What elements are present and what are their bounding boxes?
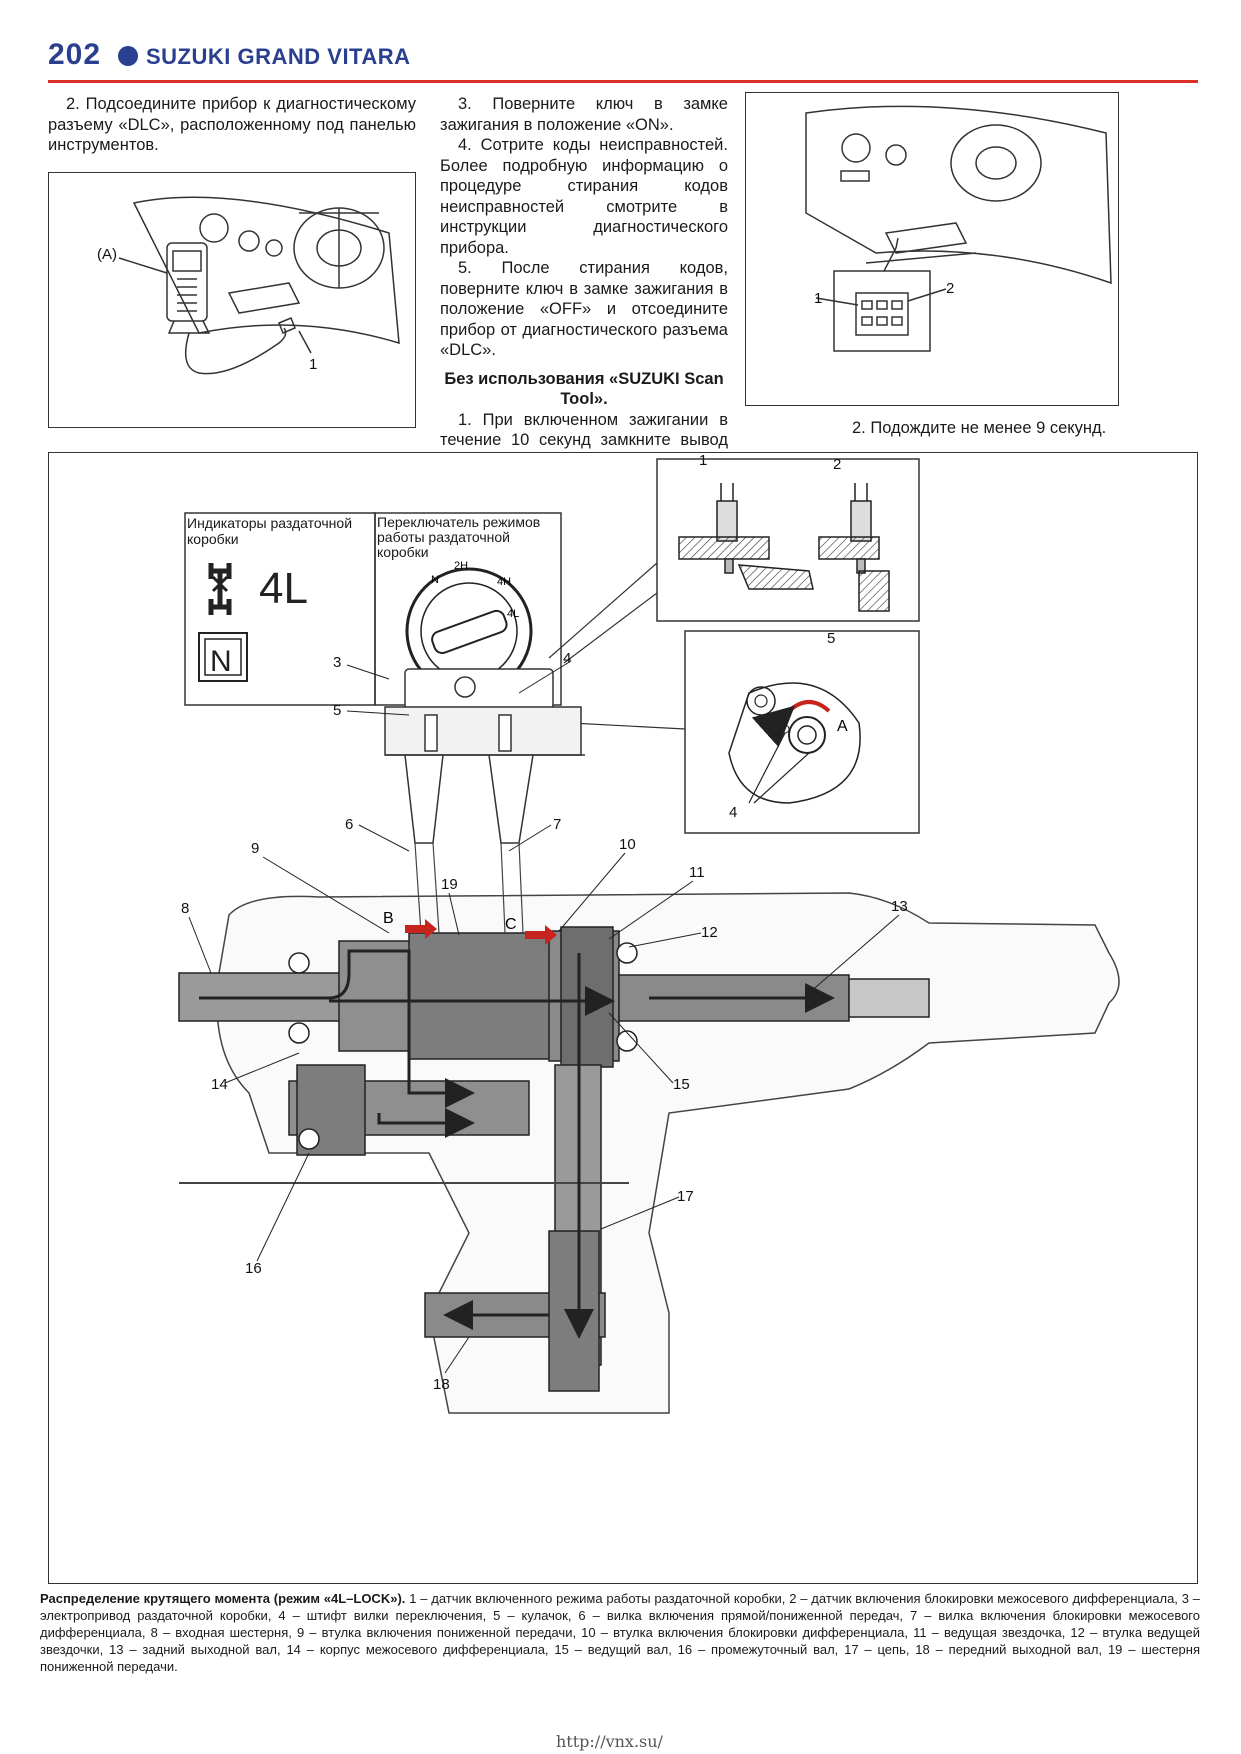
transfer-case-body	[178, 842, 1120, 1414]
header-rule	[48, 80, 1198, 83]
left-column: 2. Подсоедините прибор к диагностическом…	[48, 94, 416, 156]
caption-text: 1 – датчик включенного режима работы раз…	[40, 1591, 1200, 1674]
tool-label-a: (A)	[97, 246, 117, 263]
callouts: 1 2 3 4 5 5 4 6 7 8 9 10 11 12 13 14 15 …	[181, 452, 908, 1393]
callout-12: 12	[701, 924, 718, 941]
callout-15: 15	[673, 1076, 690, 1093]
step-2-wait-text: 2. Подождите не менее 9 секунд.	[852, 419, 1107, 437]
indicators-title: Индикаторы раздаточной коробки	[187, 515, 353, 547]
dlc-label-1: 1	[814, 290, 822, 307]
flow-arrows-red: B C	[383, 910, 557, 945]
callout-17: 17	[677, 1188, 694, 1205]
indicator-panel: Индикаторы раздаточной коробки Переключа…	[184, 512, 562, 706]
subheading-no-scan-tool: Без использования «SUZUKI Scan Tool».	[444, 369, 724, 409]
callout-4b: 4	[729, 804, 737, 821]
indicator-4l: 4L	[259, 564, 308, 613]
switch-pos-4h: 4H	[497, 576, 511, 588]
callout-16: 16	[245, 1260, 262, 1277]
caption-title: Распределение крутящего момента (режим «…	[40, 1591, 406, 1606]
callout-8: 8	[181, 900, 189, 917]
switch-pos-2h: 2H	[454, 560, 468, 572]
callout-5: 5	[333, 702, 341, 719]
switch-pos-n: N	[431, 574, 439, 586]
callout-18: 18	[433, 1376, 450, 1393]
dlc-illustration: 1 2	[805, 105, 1112, 352]
footer-url: http://vnx.su/	[556, 1732, 663, 1751]
cam-detail: A	[570, 630, 920, 834]
callout-19: 19	[441, 876, 458, 893]
scan-tool-illustration: (A) 1	[97, 196, 400, 375]
middle-column: 3. Поверните ключ в замке зажигания в по…	[440, 94, 728, 512]
callout-10: 10	[619, 836, 636, 853]
tool-label-1: 1	[309, 356, 317, 373]
step-4-text: 4. Сотрите коды неисправностей. Более по…	[440, 136, 728, 257]
arrow-b-label: B	[383, 910, 394, 927]
transfer-case-diagram: Индикаторы раздаточной коробки Переключа…	[178, 452, 1120, 1414]
callout-14: 14	[211, 1076, 228, 1093]
scan-tool-figure: (A) 1	[48, 172, 416, 428]
switch-pos-4l: 4L	[507, 608, 519, 620]
torque-distribution-diagram: Индикаторы раздаточной коробки Переключа…	[48, 452, 1198, 1584]
mode-switch-dial: N 2H 4H 4L	[405, 560, 533, 695]
callout-11: 11	[689, 864, 705, 881]
callout-6: 6	[345, 816, 353, 833]
book-title: SUZUKI GRAND VITARA	[146, 44, 411, 69]
actuator	[384, 668, 585, 844]
arrow-a-label: A	[837, 718, 848, 735]
callout-1: 1	[699, 453, 707, 469]
dlc-connector-figure: 1 2	[745, 92, 1119, 406]
callout-9: 9	[251, 840, 259, 857]
callout-7: 7	[553, 816, 561, 833]
callout-13: 13	[891, 898, 908, 915]
sensor-detail	[548, 458, 920, 664]
page-number: 202	[48, 38, 102, 71]
step-2-text: 2. Подсоедините прибор к диагностическом…	[48, 95, 416, 154]
4wd-lock-icon	[208, 563, 232, 615]
step-5-text: 5. После стирания кодов, поверните ключ …	[440, 259, 728, 359]
callout-5b: 5	[827, 630, 835, 647]
right-column: 2. Подождите не менее 9 секунд.	[852, 418, 1142, 439]
callout-4: 4	[563, 650, 571, 667]
arrow-c-label: C	[505, 916, 517, 933]
torque-flow-path	[199, 949, 835, 1339]
dlc-label-2: 2	[946, 280, 954, 297]
indicator-n: N	[210, 645, 232, 678]
diagram-caption: Распределение крутящего момента (режим «…	[40, 1590, 1200, 1675]
header-bullet	[118, 46, 138, 66]
step-3-text: 3. Поверните ключ в замке зажигания в по…	[440, 95, 728, 134]
callout-3: 3	[333, 654, 341, 671]
callout-2: 2	[833, 456, 841, 473]
switch-title: Переключатель режимов работы раздаточной…	[377, 515, 541, 560]
